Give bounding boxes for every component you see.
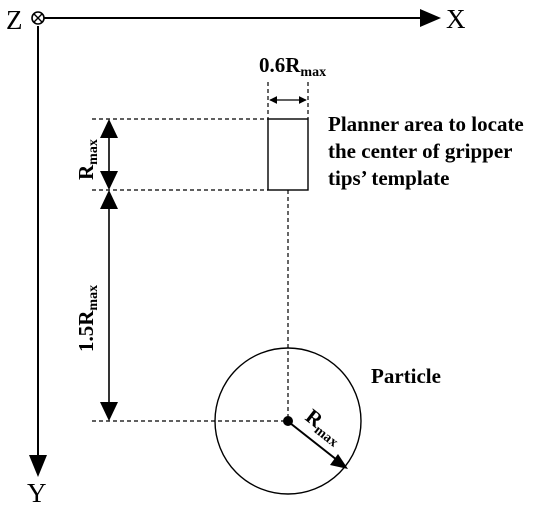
offset-label-base: R bbox=[74, 310, 98, 326]
axes: Z X Y bbox=[6, 4, 466, 508]
radius-arrow bbox=[289, 422, 348, 469]
planner-area-line-2: the center of gripper bbox=[328, 139, 512, 163]
x-axis-arrowhead bbox=[420, 9, 441, 27]
offset-label-coef: 1.5 bbox=[74, 326, 98, 352]
width-dimension: 0.6Rmax bbox=[259, 53, 326, 119]
width-label-base: R bbox=[285, 53, 301, 77]
z-axis-label: Z bbox=[6, 5, 23, 35]
height-label-base: R bbox=[74, 164, 98, 180]
height-label-sub: max bbox=[86, 139, 101, 165]
width-label-coef: 0.6 bbox=[259, 53, 285, 77]
y-axis-label: Y bbox=[27, 478, 47, 508]
radius-label: Rmax bbox=[299, 404, 348, 450]
planner-area-rectangle bbox=[267, 118, 309, 191]
particle-label: Particle bbox=[371, 364, 441, 388]
offset-dimension: 1.5Rmax bbox=[74, 190, 118, 421]
height-dimension: Rmax bbox=[74, 118, 268, 191]
y-axis-arrowhead bbox=[29, 455, 47, 477]
particle-circle bbox=[214, 347, 362, 495]
planner-area-annotation: Planner area to locate the center of gri… bbox=[328, 112, 529, 190]
width-label: 0.6Rmax bbox=[259, 53, 326, 80]
height-label: Rmax bbox=[74, 139, 101, 180]
offset-label: 1.5Rmax bbox=[74, 285, 101, 352]
offset-label-sub: max bbox=[86, 285, 101, 311]
planner-area-line-1: Planner area to locate bbox=[328, 112, 524, 136]
planner-area-line-3: tips’ template bbox=[328, 166, 450, 190]
z-axis-symbol-icon bbox=[31, 11, 45, 25]
width-label-sub: max bbox=[300, 65, 326, 80]
x-axis-label: X bbox=[446, 4, 466, 34]
